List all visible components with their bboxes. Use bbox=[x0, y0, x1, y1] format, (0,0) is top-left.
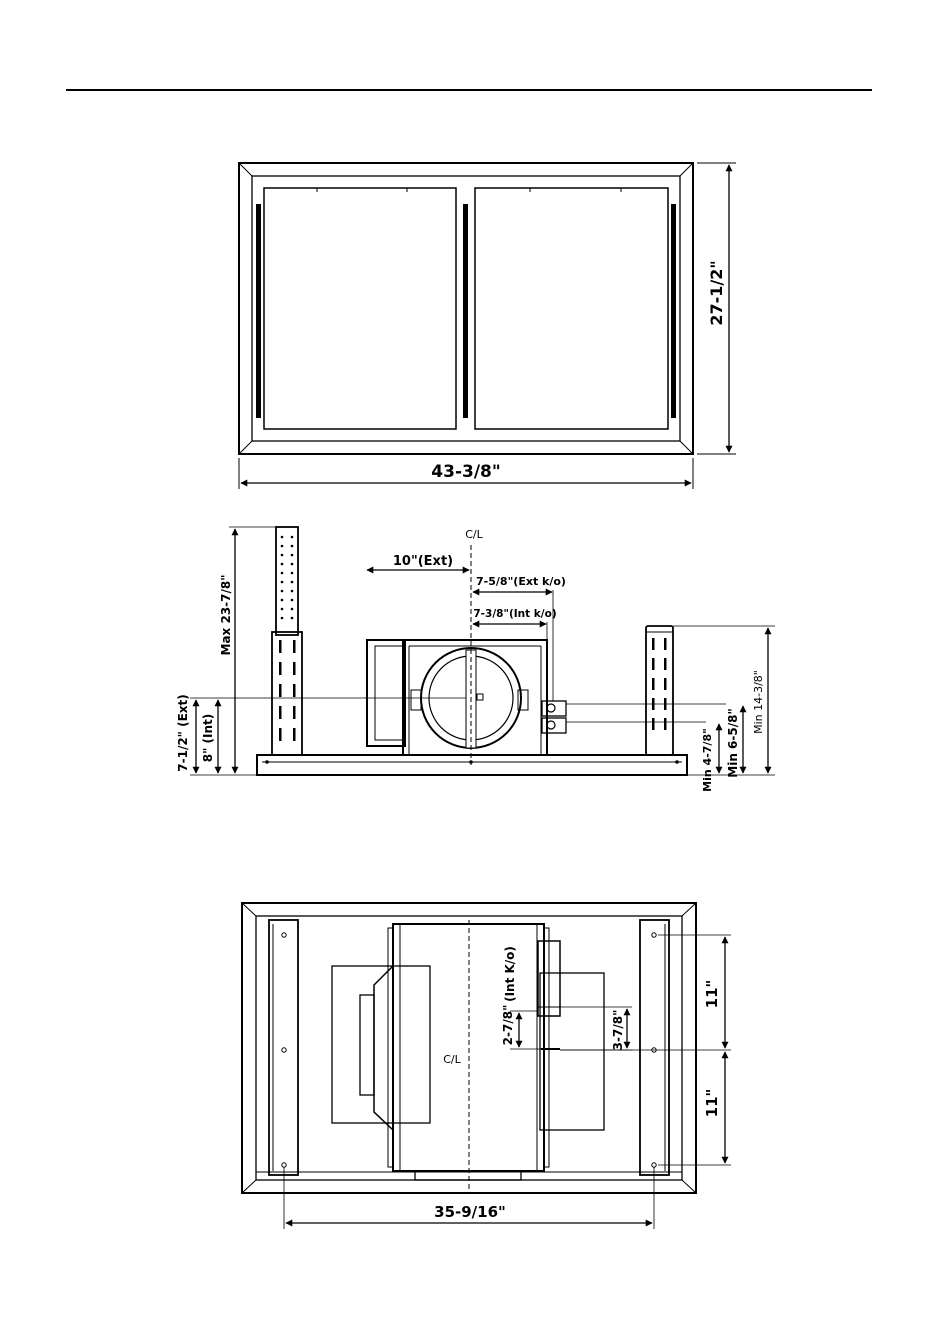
min-1438-label: Min 14-3/8" bbox=[752, 670, 765, 734]
frame-bevel bbox=[242, 1180, 256, 1193]
right-bracket-slots bbox=[652, 638, 667, 730]
ext-offset-label: 10"(Ext) bbox=[393, 554, 453, 569]
frame-bevel bbox=[239, 163, 252, 176]
left-opening bbox=[332, 966, 430, 1123]
max-height-label: Max 23-7/8" bbox=[219, 575, 233, 656]
side-view: C/L 10"(Ext) 7-5/8"(Ext k/o) 7-3/8"(Int … bbox=[176, 527, 775, 792]
top-width-label: 43-3/8" bbox=[431, 462, 500, 482]
ext-height-label: 7-1/2" (Ext) bbox=[176, 694, 190, 771]
side-centerline-label: C/L bbox=[465, 528, 483, 541]
ext-knockout bbox=[542, 701, 566, 716]
bottom-motor-profile bbox=[374, 966, 393, 1130]
int-height-label: 8" (Int) bbox=[201, 714, 215, 763]
frame-bevel bbox=[682, 903, 696, 916]
dim-278-label: 2-7/8" bbox=[501, 1005, 515, 1046]
left-bracket-lower bbox=[272, 632, 302, 755]
min-478-label: Min 4-7/8" bbox=[701, 728, 714, 792]
mount-tab bbox=[411, 690, 421, 710]
base-screw bbox=[675, 760, 679, 764]
base-plate bbox=[257, 755, 687, 775]
ext-knockout-hole bbox=[547, 704, 555, 712]
light-strip-center bbox=[463, 204, 468, 418]
filter-panel-right bbox=[475, 188, 668, 429]
blower-hub bbox=[477, 694, 483, 700]
eleven-lower-label: 11" bbox=[703, 1089, 721, 1118]
frame-bevel bbox=[680, 441, 693, 454]
left-bracket-upper bbox=[276, 527, 298, 635]
frame-bevel bbox=[682, 1180, 696, 1193]
top-height-label: 27-1/2" bbox=[707, 260, 726, 325]
light-strip-left bbox=[256, 204, 261, 418]
frame-bevel bbox=[242, 903, 256, 916]
bottom-view: C/L (Int K/o) 2-7/8" 3-7/8" 11" 11" 35-9… bbox=[242, 903, 731, 1229]
left-bracket-slots bbox=[279, 640, 296, 741]
left-bracket-holes bbox=[281, 536, 294, 620]
filter-panel-left bbox=[264, 188, 456, 429]
min-658-label: Min 6-5/8" bbox=[726, 708, 740, 777]
top-view: 43-3/8" 27-1/2" bbox=[239, 163, 736, 489]
eleven-upper-label: 11" bbox=[703, 980, 721, 1009]
int-ko-label: 7-3/8"(Int k/o) bbox=[473, 608, 556, 620]
frame-bevel bbox=[680, 163, 693, 176]
base-screw bbox=[265, 760, 269, 764]
ext-ko-label: 7-5/8"(Ext k/o) bbox=[476, 575, 566, 588]
int-knockout-hole bbox=[547, 721, 555, 729]
frame-bevel bbox=[239, 441, 252, 454]
motor-body bbox=[360, 995, 374, 1095]
motor-housing-inner bbox=[375, 646, 403, 740]
motor-housing bbox=[367, 640, 405, 746]
int-knockout bbox=[542, 718, 566, 733]
int-ko-bottom-label: (Int K/o) bbox=[503, 946, 517, 1002]
right-opening bbox=[540, 973, 604, 1130]
bottom-centerline-label: C/L bbox=[443, 1053, 461, 1066]
light-strip-right bbox=[671, 204, 676, 418]
dim-378-label: 3-7/8" bbox=[611, 1010, 625, 1051]
bottom-width-label: 35-9/16" bbox=[434, 1203, 506, 1221]
right-bracket bbox=[646, 626, 673, 755]
